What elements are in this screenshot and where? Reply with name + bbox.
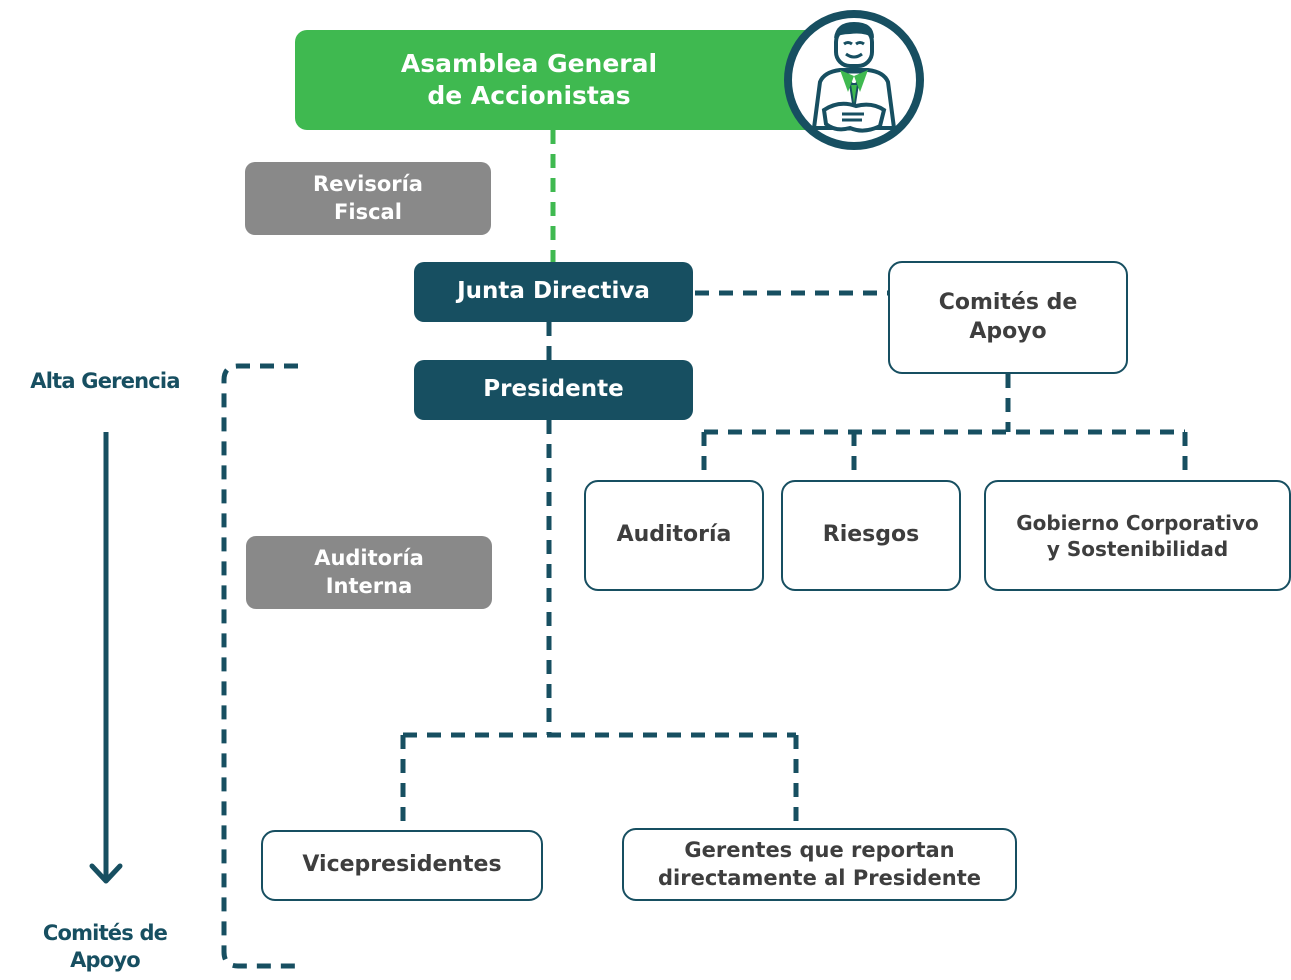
node-presidente-label: Presidente: [483, 376, 624, 403]
node-revisoria-fiscal: Revisoría Fiscal: [245, 162, 491, 235]
node-auditoria-label: Auditoría: [616, 522, 732, 548]
side-label-comites-apoyo-text: Comités de Apoyo: [42, 921, 168, 973]
node-junta-directiva-label: Junta Directiva: [457, 278, 650, 305]
node-presidente: Presidente: [414, 360, 693, 420]
down-arrow-icon: [89, 432, 123, 884]
node-gerentes: Gerentes que reportan directamente al Pr…: [622, 828, 1017, 901]
node-comites-apoyo: Comités de Apoyo: [888, 261, 1128, 374]
node-auditoria-interna: Auditoría Interna: [246, 536, 492, 609]
node-riesgos: Riesgos: [781, 480, 961, 591]
node-comites-apoyo-label: Comités de Apoyo: [938, 289, 1078, 344]
side-label-alta-gerencia-text: Alta Gerencia: [30, 369, 180, 393]
node-junta-directiva: Junta Directiva: [414, 262, 693, 322]
node-auditoria: Auditoría: [584, 480, 764, 591]
business-person-icon: [784, 10, 924, 150]
node-asamblea-label: Asamblea General de Accionistas: [400, 48, 658, 111]
node-gobierno-corporativo-label: Gobierno Corporativo y Sostenibilidad: [1016, 510, 1259, 561]
side-bracket: [221, 363, 298, 969]
node-auditoria-interna-label: Auditoría Interna: [314, 546, 424, 598]
node-vicepresidentes: Vicepresidentes: [261, 830, 543, 901]
node-asamblea: Asamblea General de Accionistas: [295, 30, 823, 130]
node-gerentes-label: Gerentes que reportan directamente al Pr…: [657, 838, 982, 890]
side-label-alta-gerencia: Alta Gerencia: [10, 368, 200, 395]
node-riesgos-label: Riesgos: [822, 522, 920, 548]
node-vicepresidentes-label: Vicepresidentes: [302, 852, 502, 878]
node-revisoria-fiscal-label: Revisoría Fiscal: [313, 172, 423, 224]
node-gobierno-corporativo: Gobierno Corporativo y Sostenibilidad: [984, 480, 1291, 591]
side-label-comites-apoyo: Comités de Apoyo: [10, 920, 200, 975]
